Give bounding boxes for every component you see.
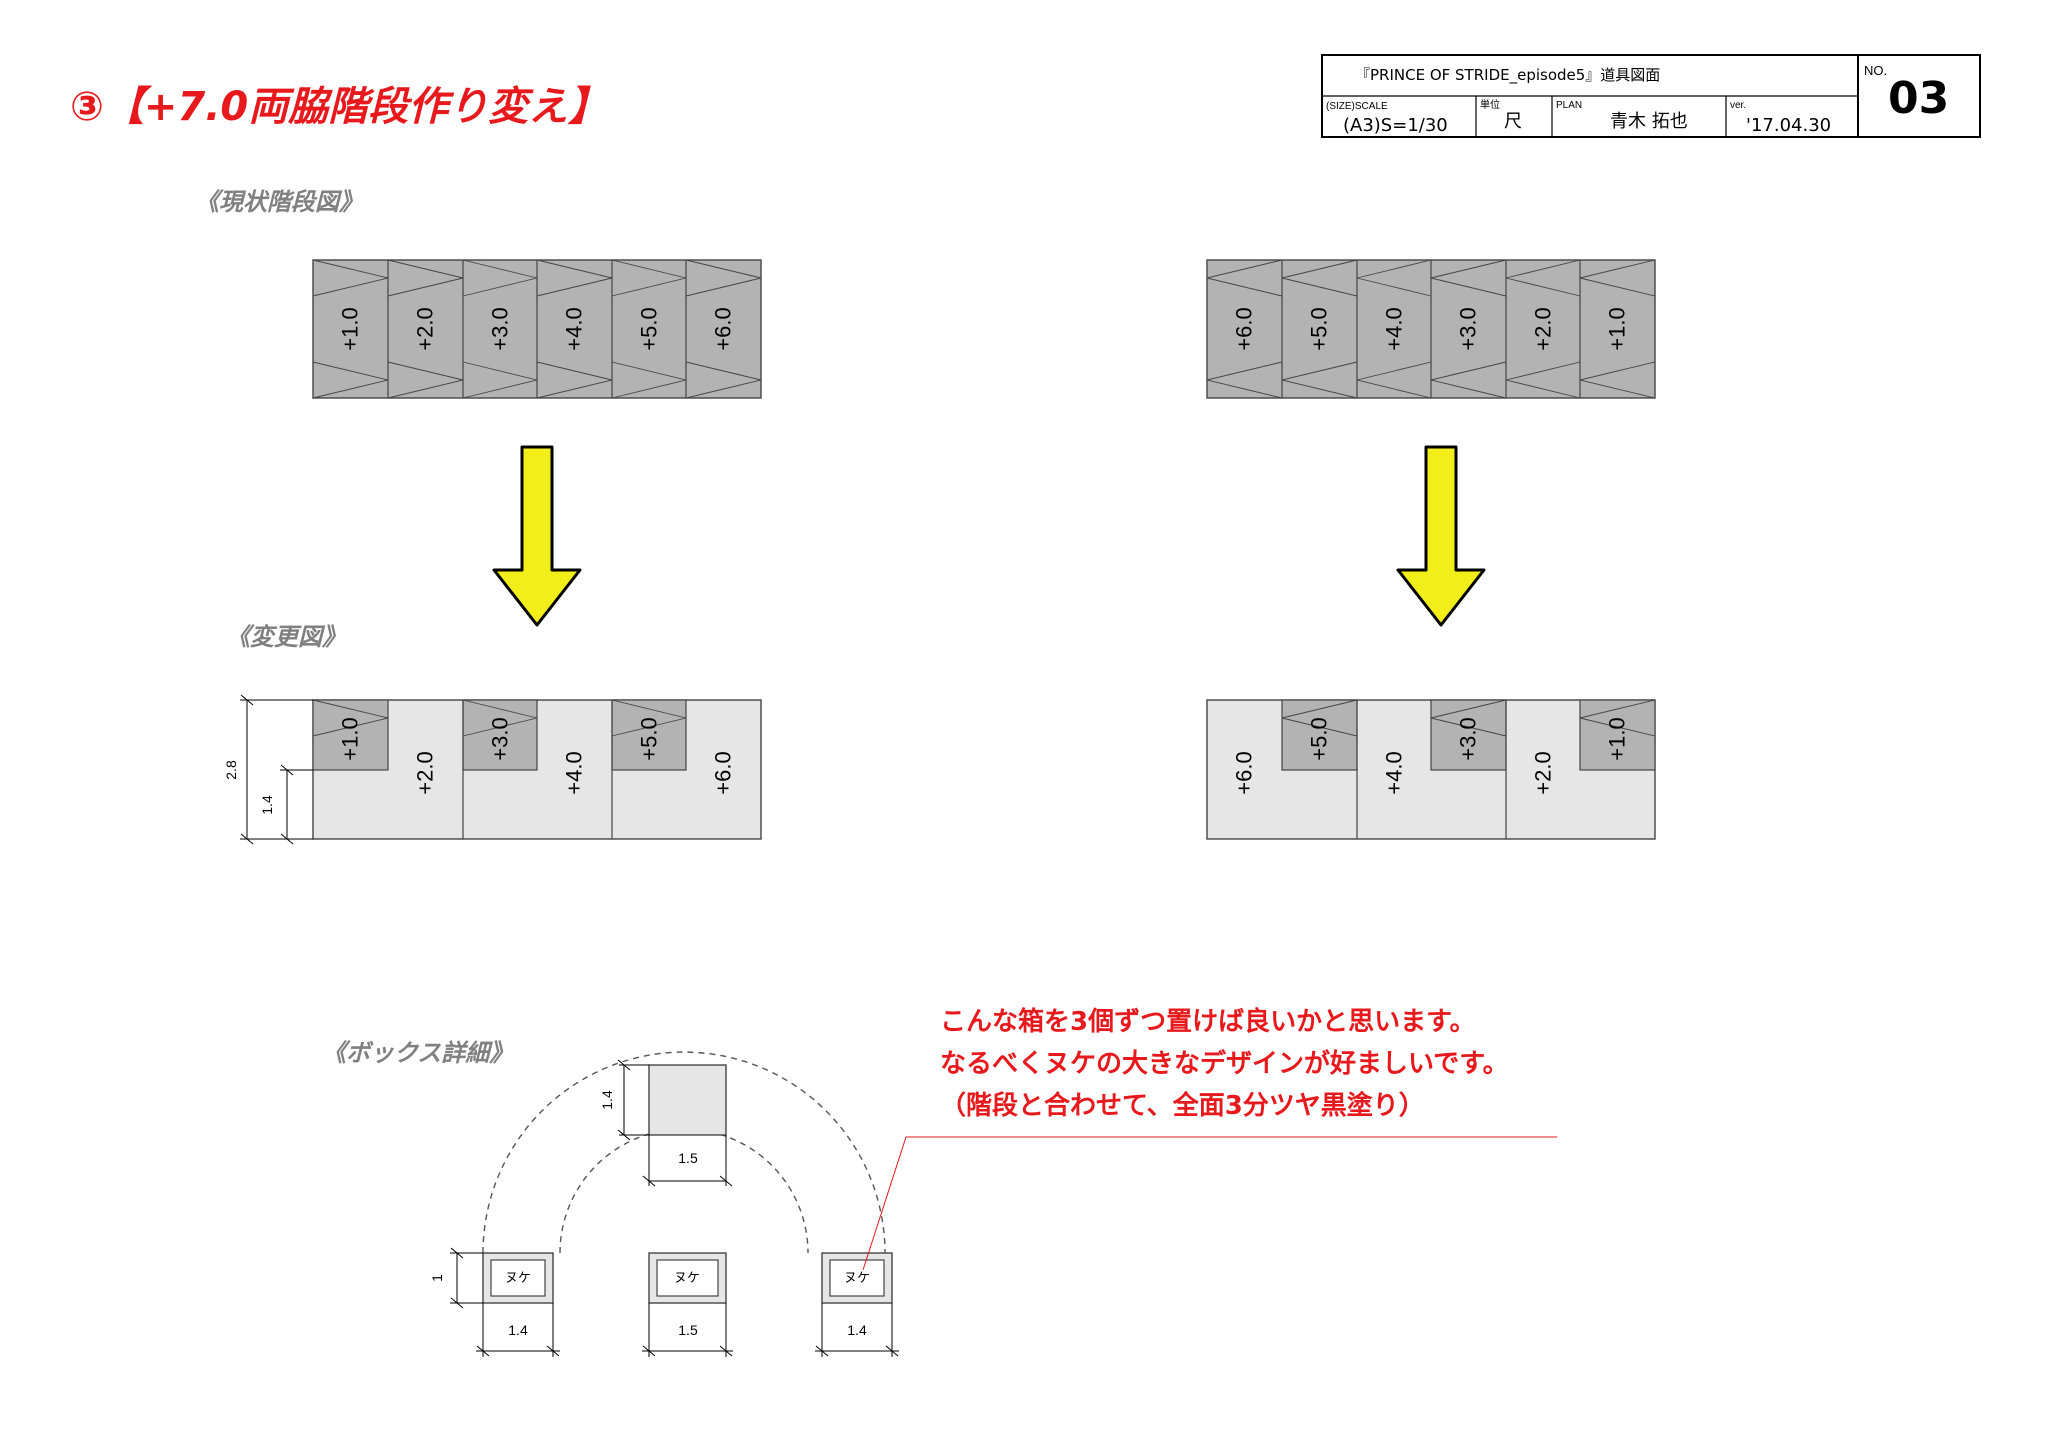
box-rotation-arcs (482, 1051, 886, 1254)
box-left-opening-label: ヌケ (505, 1271, 531, 1286)
current-left-step-label: +4.0 (562, 307, 587, 350)
current-right-step-label: +6.0 (1232, 307, 1257, 350)
size-scale-label: (SIZE)SCALE (1326, 101, 1388, 112)
changed-right-step-label: +2.0 (1531, 751, 1556, 794)
current-right-stairs (1206, 259, 1656, 399)
box-top-dimensions (617, 1059, 733, 1187)
current-right-step-label: +3.0 (1456, 307, 1481, 350)
plan-label: PLAN (1556, 100, 1582, 111)
changed-right-stairs (1206, 699, 1656, 840)
no-label: NO. (1864, 63, 1887, 78)
box-left (482, 1252, 554, 1304)
current-left-step-label: +1.0 (338, 307, 363, 350)
unit-label: 単位 (1480, 98, 1500, 111)
ver-label: ver. (1730, 100, 1746, 111)
current-left-step-label: +2.0 (413, 307, 438, 350)
dim-left-width: 1.4 (508, 1322, 528, 1338)
arrow-down-left (492, 445, 582, 627)
current-right-step-label: +5.0 (1307, 307, 1332, 350)
box-right (821, 1252, 893, 1304)
page-title: ③【+7.0両脇階段作り変え】 (70, 84, 608, 130)
box-right-opening-label: ヌケ (844, 1271, 870, 1286)
current-left-stairs (312, 259, 762, 399)
box-top-rotated (648, 1064, 727, 1136)
current-right-step-label: +1.0 (1605, 307, 1630, 350)
dim-top-width: 1.5 (678, 1150, 698, 1166)
changed-left-step-label: +1.0 (338, 717, 363, 760)
box-center-opening-label: ヌケ (674, 1271, 700, 1286)
project-name: 『PRINCE OF STRIDE_episode5』道具図面 (1355, 66, 1660, 85)
changed-right-step-label: +5.0 (1307, 717, 1332, 760)
changed-left-step-label: +4.0 (562, 751, 587, 794)
changed-right-step-label: +1.0 (1605, 717, 1630, 760)
box-bottom-dimensions (450, 1247, 899, 1357)
dim-right-width: 1.4 (847, 1322, 867, 1338)
changed-left-stairs (312, 699, 762, 840)
note-line: なるべくヌケの大きなデザインが好ましいです。 (940, 1048, 1509, 1079)
changed-left-step-label: +2.0 (413, 751, 438, 794)
dim-center-width: 1.5 (678, 1322, 698, 1338)
current-right-step-label: +4.0 (1382, 307, 1407, 350)
changed-dimension-lines (240, 694, 313, 845)
note-leader-line (862, 1136, 1557, 1271)
current-left-step-label: +6.0 (711, 307, 736, 350)
no-value: 03 (1888, 73, 1949, 124)
dim-total-height: 2.8 (223, 760, 239, 780)
plan-value: 青木 拓也 (1610, 111, 1688, 132)
current-right-step-label: +2.0 (1531, 307, 1556, 350)
changed-left-step-label: +5.0 (637, 717, 662, 760)
unit-value: 尺 (1504, 111, 1522, 132)
box-center (648, 1252, 727, 1304)
heading-box-detail: 《ボックス詳細》 (322, 1039, 513, 1067)
title-block (1321, 54, 1981, 138)
changed-left-step-label: +3.0 (488, 717, 513, 760)
note-line: こんな箱を3個ずつ置けば良いかと思います。 (940, 1006, 1476, 1037)
current-left-step-label: +5.0 (637, 307, 662, 350)
dim-half-height: 1.4 (259, 795, 275, 815)
dim-top-height: 1.4 (599, 1090, 615, 1110)
current-left-step-label: +3.0 (488, 307, 513, 350)
arrow-down-right (1396, 445, 1486, 627)
changed-right-step-label: +4.0 (1382, 751, 1407, 794)
size-scale-value: (A3)S=1/30 (1343, 115, 1448, 136)
dim-box-height: 1 (429, 1274, 445, 1282)
note-line: （階段と合わせて、全面3分ツヤ黒塗り） (940, 1090, 1425, 1121)
heading-current: 《現状階段図》 (195, 188, 363, 216)
changed-right-step-label: +3.0 (1456, 717, 1481, 760)
changed-right-step-label: +6.0 (1232, 751, 1257, 794)
changed-left-step-label: +6.0 (711, 751, 736, 794)
ver-value: '17.04.30 (1746, 115, 1831, 136)
heading-changed: 《変更図》 (226, 623, 346, 651)
